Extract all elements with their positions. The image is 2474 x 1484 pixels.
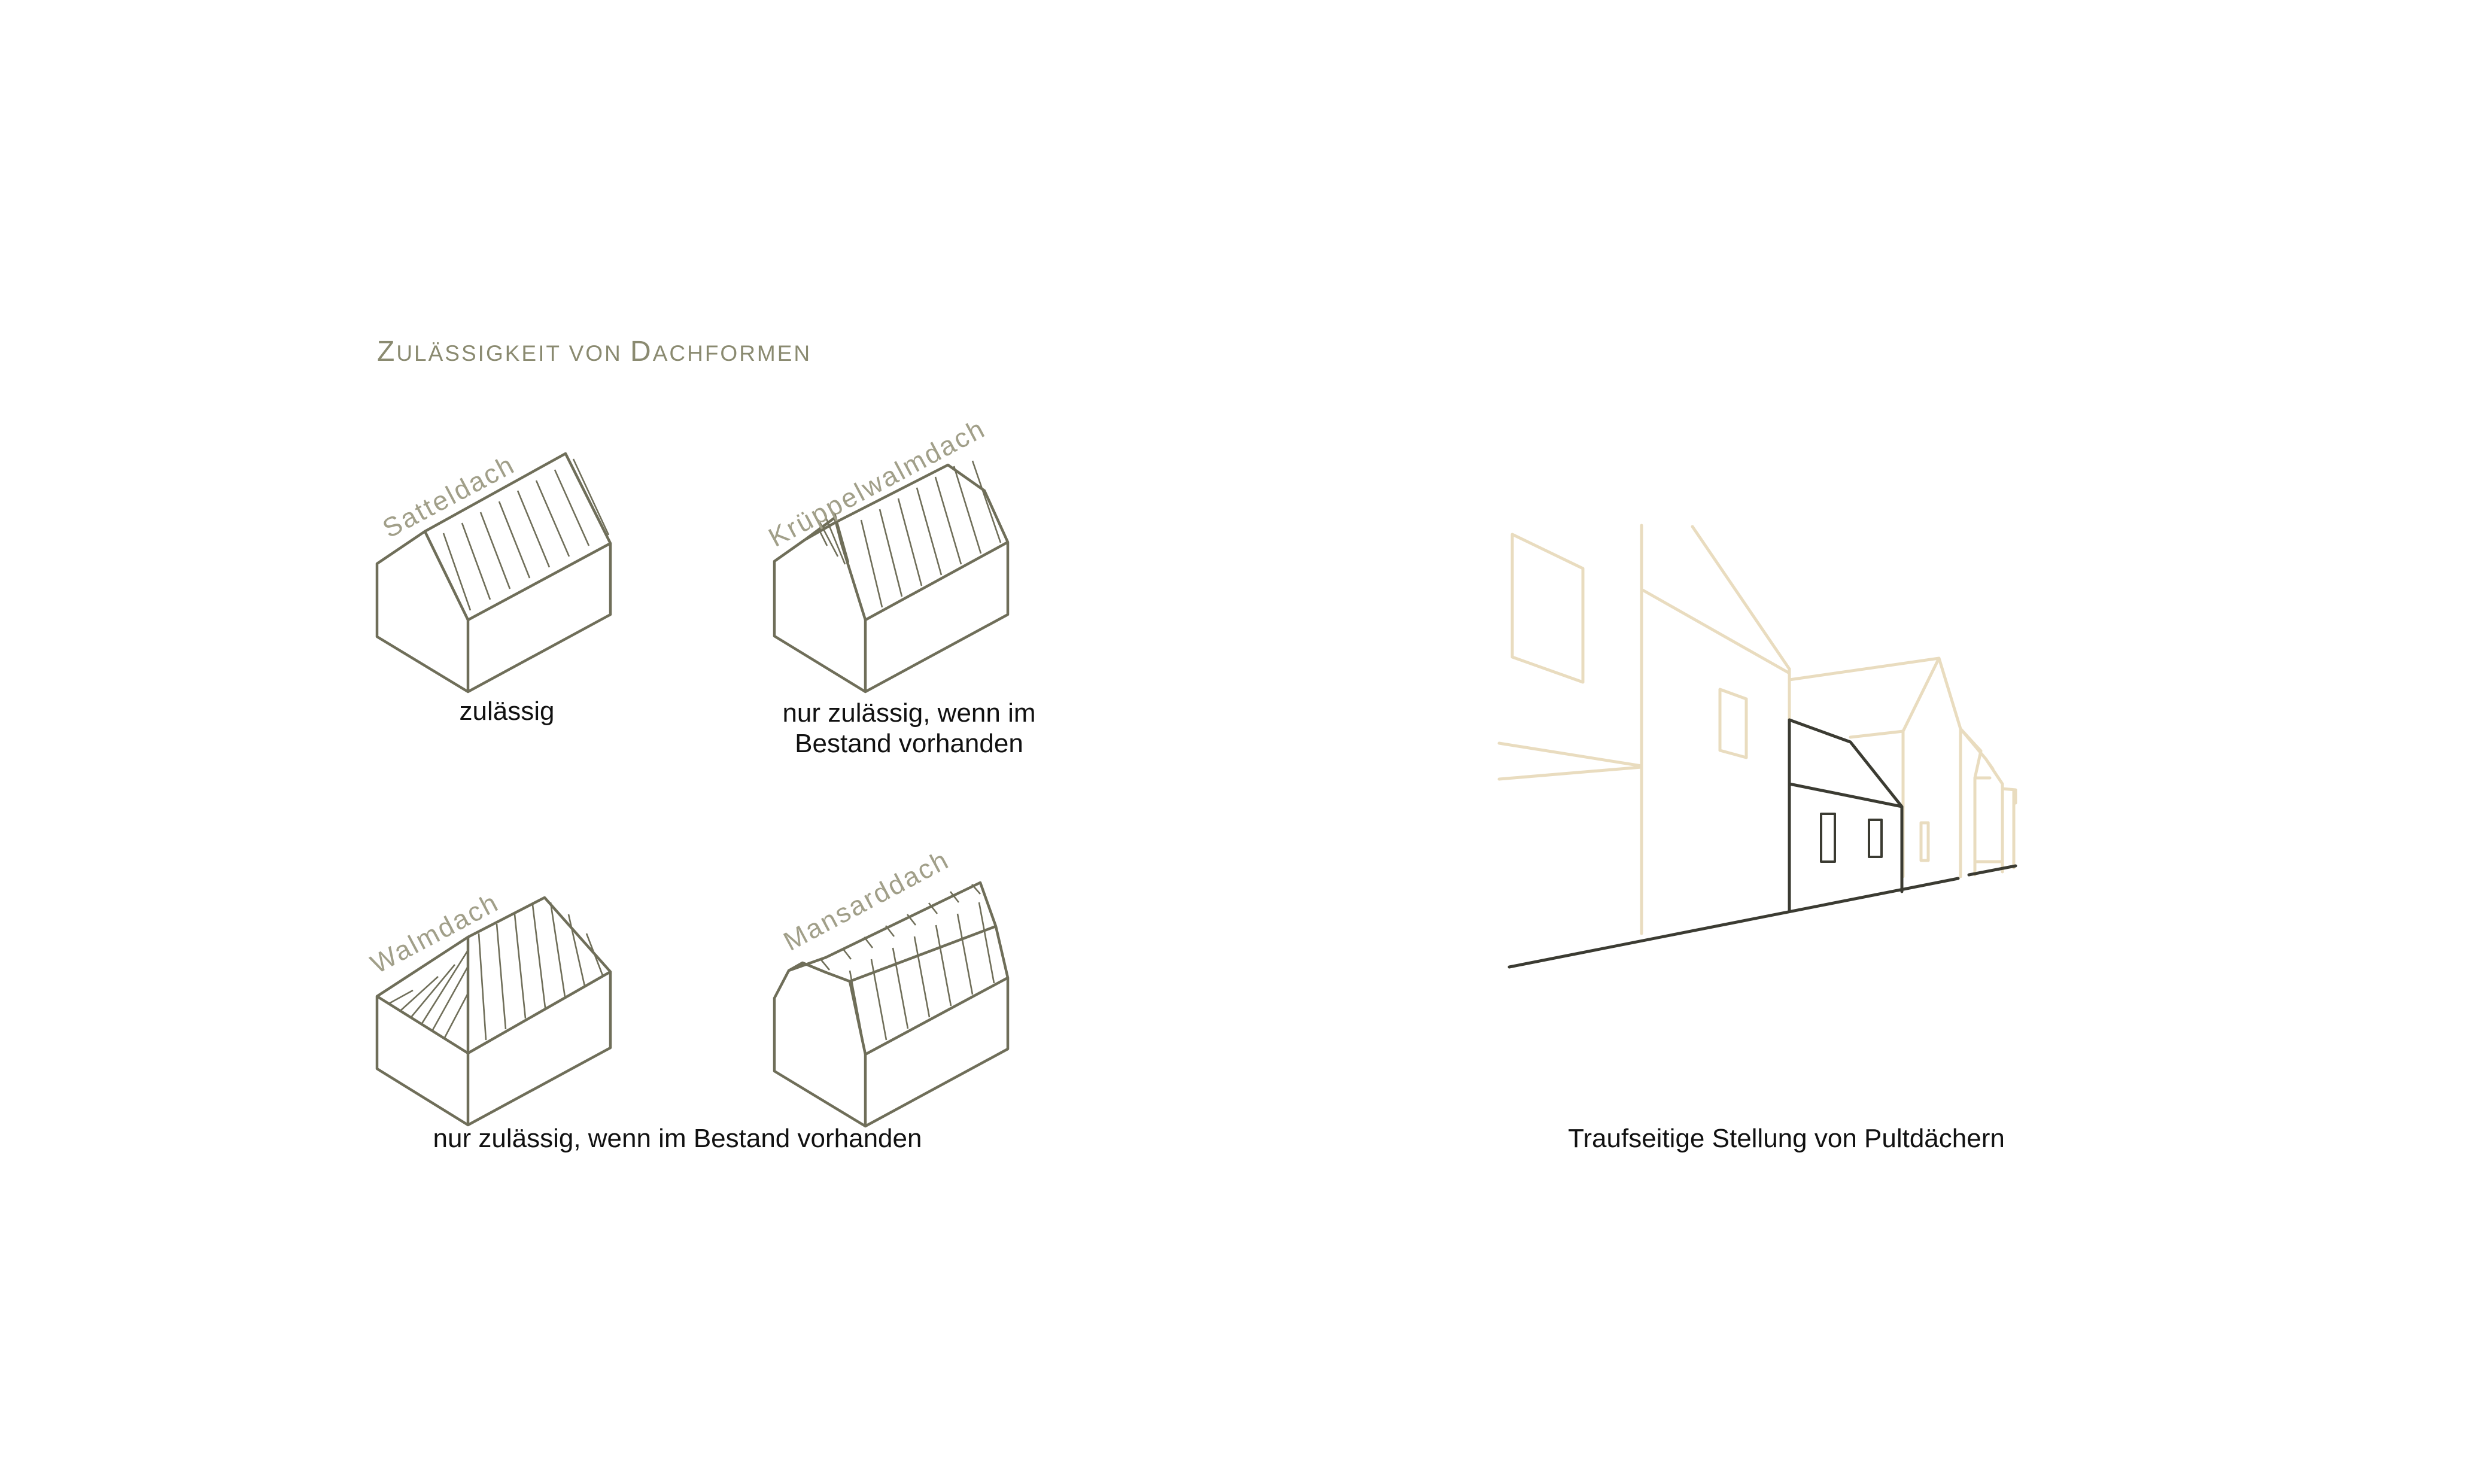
roof-label-satteldach: Satteldach [378, 449, 520, 544]
title-part-1: ULÄSSIGKEIT VON [396, 341, 630, 366]
mid-window [1718, 688, 1748, 759]
street-perspective [1497, 524, 2017, 969]
far-houses-outline [1959, 727, 2017, 877]
mansarddach-house [773, 881, 1010, 1128]
gable-house-outline [1788, 656, 1962, 878]
background-buildings [1497, 524, 2017, 935]
street-line [1508, 864, 2017, 969]
kruppelwalmdach-roof-hatch [860, 460, 1002, 608]
title-part-2: ACHFORMEN [653, 341, 812, 366]
walmdach-roof-hatch [478, 902, 604, 1041]
walmdach-left-hip-hatch [388, 950, 469, 1039]
kruppelwalmdach-house [773, 460, 1010, 694]
section-title: ZULÄSSIGKEIT VON DACHFORMEN [377, 336, 812, 367]
highlighted-building [1508, 718, 2017, 969]
caption-kruppelwalmdach-line2: Bestand vorhanden [795, 729, 1023, 758]
caption-street-view: Traufseitige Stellung von Pultdächern [1568, 1124, 2005, 1153]
small-window [1919, 821, 1930, 862]
caption-kruppelwalmdach-line1: nur zulässig, wenn im [782, 698, 1035, 728]
left-window-frame [1510, 533, 1585, 684]
walmdach-outline [375, 896, 612, 1127]
satteldach-roof-hatch [442, 458, 610, 611]
title-cap-d: D [630, 336, 653, 367]
mansarddach-outline [773, 881, 1010, 1128]
walmdach-house [375, 896, 612, 1127]
pultdach-window-1 [1820, 813, 1836, 863]
satteldach-house [375, 452, 612, 694]
pultdach-window-2 [1868, 819, 1883, 858]
satteldach-outline [375, 452, 612, 694]
roof-label-kruppelwalmdach: Krüppelwalmdach [764, 413, 991, 553]
caption-walm-mansard: nur zulässig, wenn im Bestand vorhanden [433, 1124, 922, 1153]
mansarddach-lower-hatch [849, 902, 995, 1051]
caption-satteldach: zulässig [460, 697, 555, 726]
title-cap-z: Z [377, 336, 396, 367]
pultdach-house-outline [1788, 718, 1904, 913]
roof-label-walmdach: Walmdach [366, 887, 504, 980]
kruppelwalmdach-outline [773, 463, 1010, 694]
